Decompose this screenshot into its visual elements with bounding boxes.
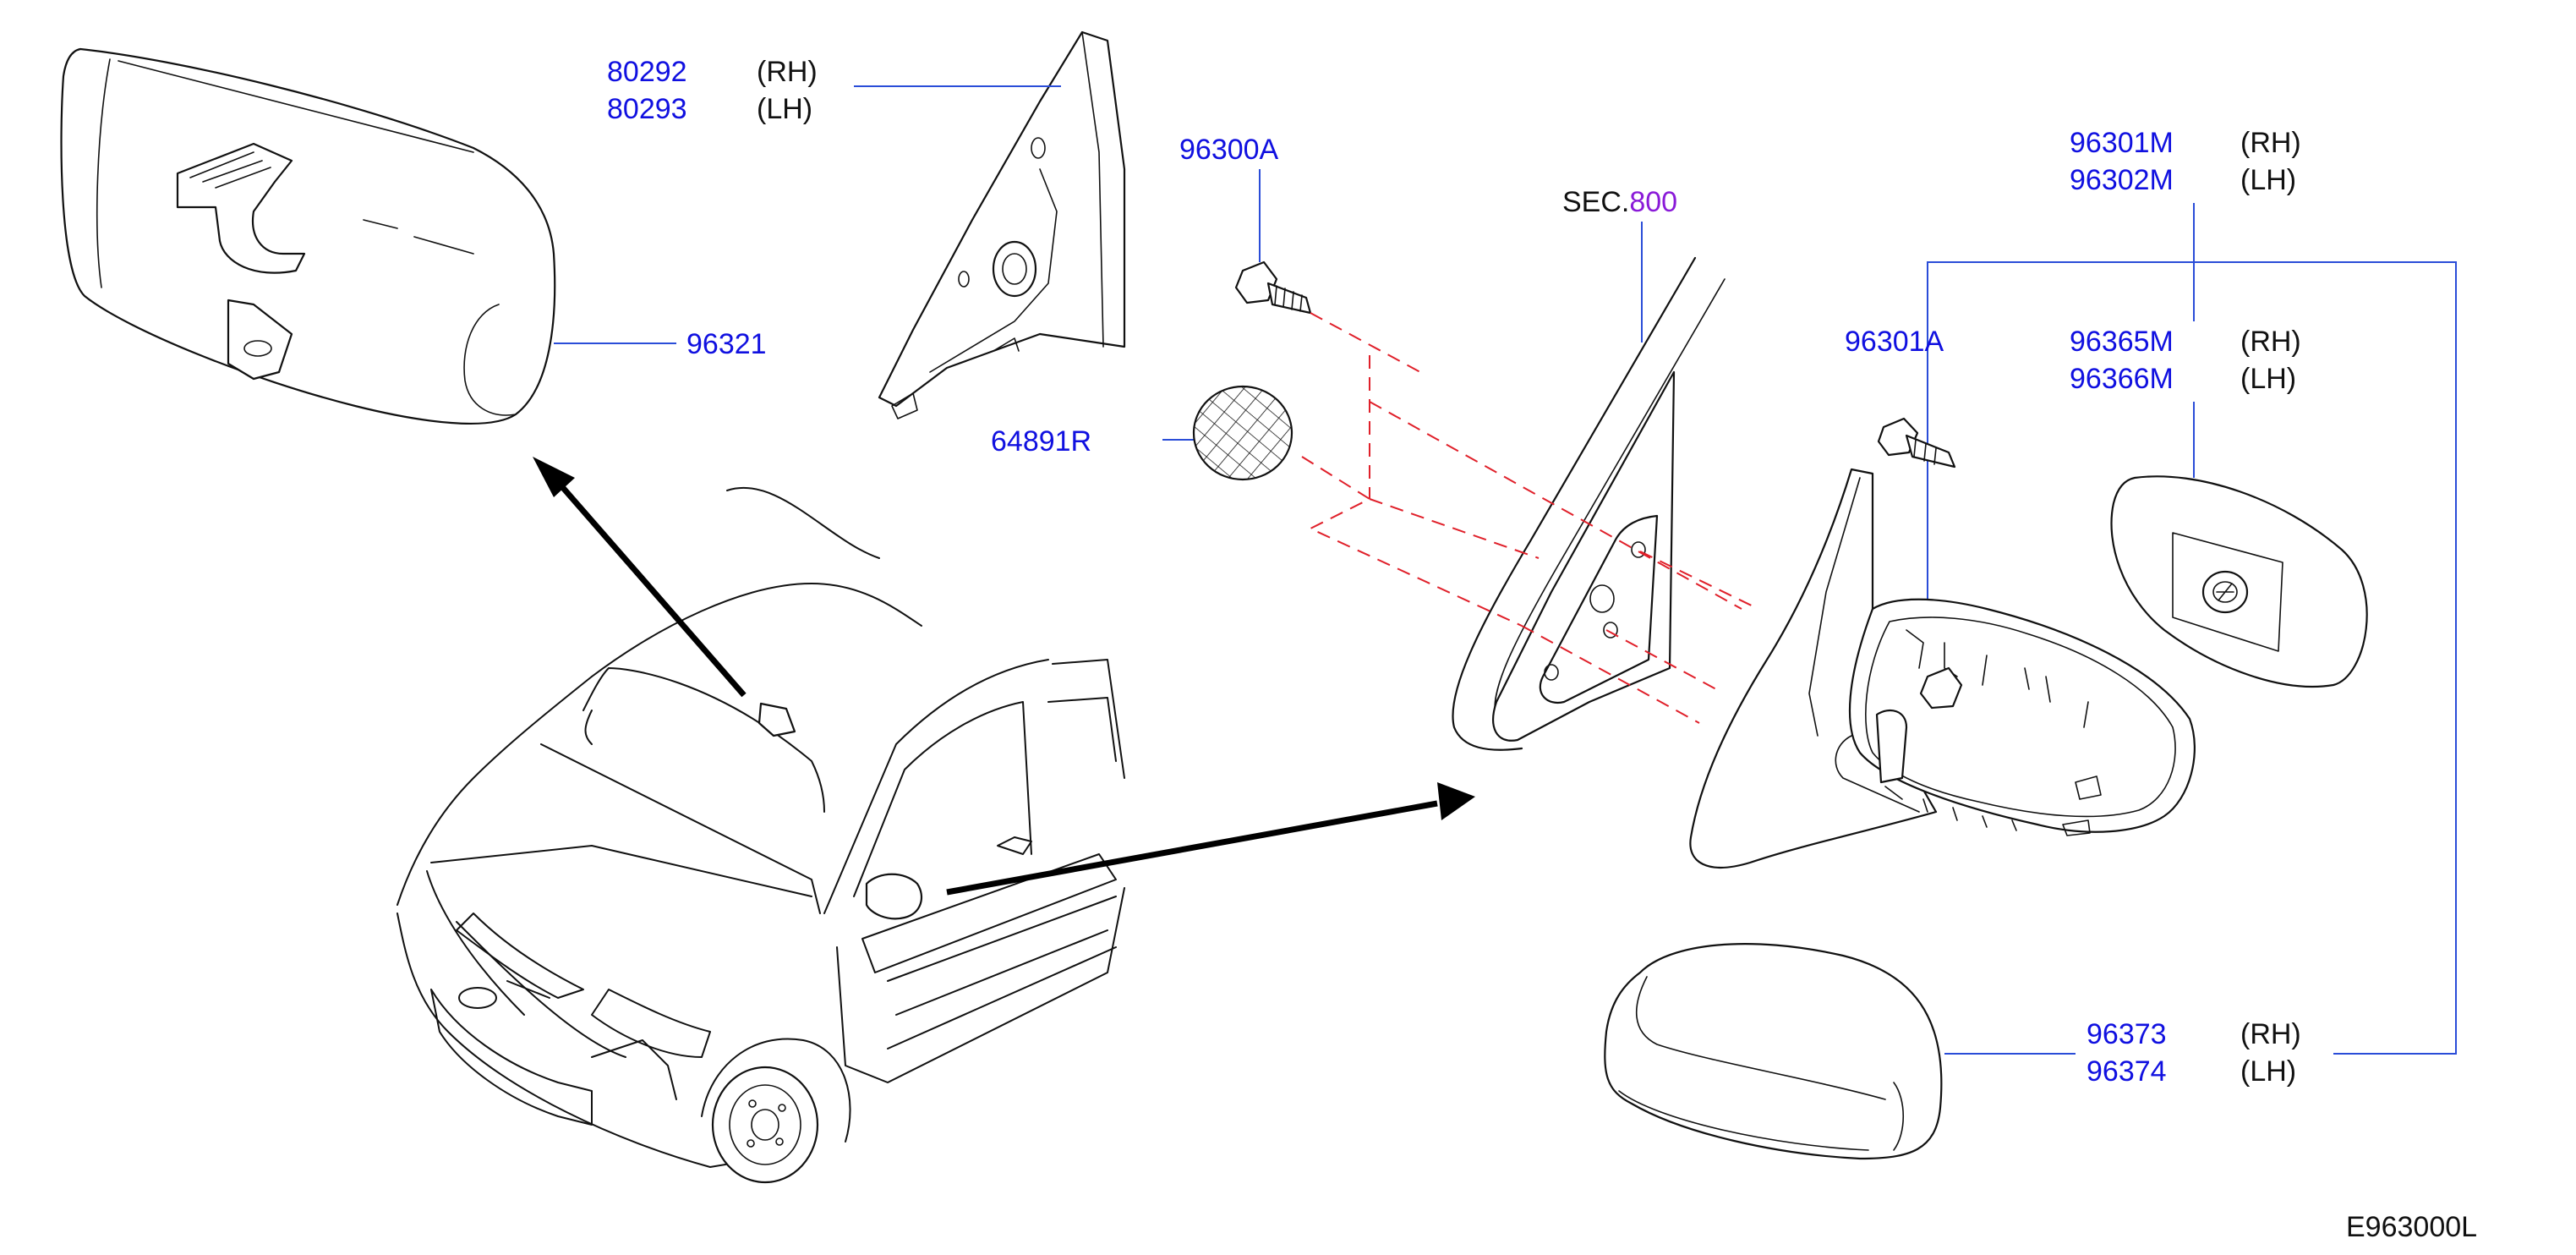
section-reference: SEC.800 bbox=[1562, 186, 1677, 218]
corner-finisher-rh-side: (RH) bbox=[757, 56, 818, 88]
mirror-cover-rh-side: (RH) bbox=[2240, 1018, 2301, 1050]
door-mirror-rh-part-number: 96301M bbox=[2070, 127, 2174, 159]
mirror-glass-lh-part-number: 96366M bbox=[2070, 363, 2174, 395]
mirror-screw-illustration bbox=[1234, 260, 1312, 315]
door-mirror-housing-illustration bbox=[1689, 468, 2196, 869]
mirror-body-screw-illustration bbox=[1877, 417, 1956, 469]
corner-finisher-illustration bbox=[878, 30, 1126, 419]
corner-finisher-rh-part-number: 80292 bbox=[607, 56, 687, 88]
assembly-guide-lines bbox=[1301, 312, 1759, 724]
mirror-cover-lh-side: (LH) bbox=[2240, 1055, 2296, 1088]
car-illustration bbox=[397, 486, 1125, 1184]
mirror-glass-rh-part-number: 96365M bbox=[2070, 326, 2174, 358]
mirror-glass-illustration bbox=[2110, 475, 2368, 688]
mirror-body-screw-part-number: 96301A bbox=[1845, 326, 1944, 358]
inner-mirror-pointer-arrow bbox=[533, 457, 747, 698]
diagram-code: E963000L bbox=[2346, 1211, 2477, 1243]
mirror-glass-lh-side: (LH) bbox=[2240, 363, 2296, 395]
mirror-seal-part-number: 64891R bbox=[991, 425, 1091, 458]
mirror-glass-rh-side: (RH) bbox=[2240, 326, 2301, 358]
inner-mirror-part-number: 96321 bbox=[686, 328, 767, 360]
mirror-screw-part-number: 96300A bbox=[1179, 134, 1279, 166]
inner-mirror-illustration bbox=[60, 47, 556, 425]
mirror-cover-lh-part-number: 96374 bbox=[2087, 1055, 2167, 1088]
door-mirror-lh-part-number: 96302M bbox=[2070, 164, 2174, 196]
door-mirror-rh-side: (RH) bbox=[2240, 127, 2301, 159]
door-mirror-pointer-arrow bbox=[946, 782, 1475, 896]
mirror-cover-illustration bbox=[1604, 943, 1943, 1160]
door-mirror-lh-side: (LH) bbox=[2240, 164, 2296, 196]
mirror-seal-illustration bbox=[1192, 385, 1293, 481]
corner-finisher-lh-part-number: 80293 bbox=[607, 93, 687, 125]
door-frame-illustration bbox=[1452, 256, 1726, 751]
mirror-cover-rh-part-number: 96373 bbox=[2087, 1018, 2167, 1050]
corner-finisher-lh-side: (LH) bbox=[757, 93, 812, 125]
